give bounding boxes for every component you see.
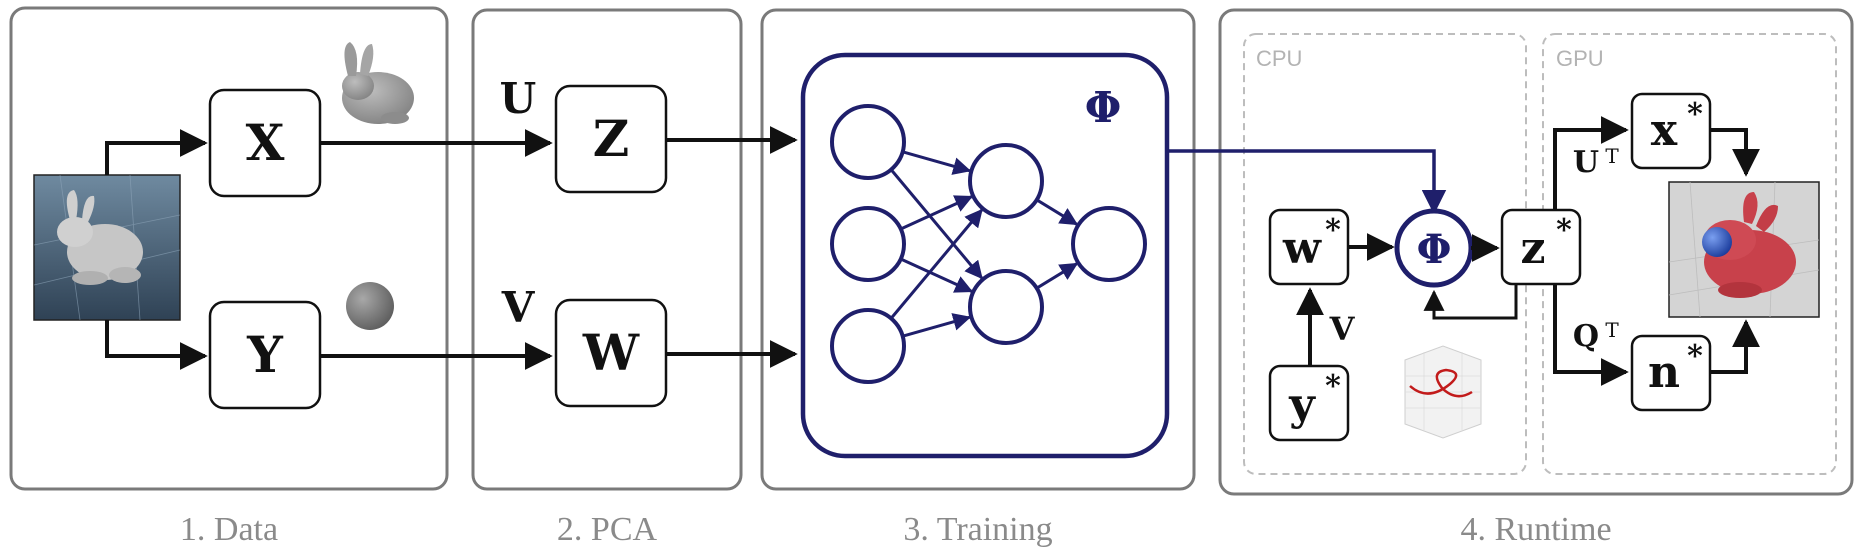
edge-x-to-render <box>1710 128 1760 177</box>
svg-text:T: T <box>1605 318 1619 342</box>
svg-text:U: U <box>1573 145 1599 180</box>
cpu-label: CPU <box>1256 46 1302 71</box>
edge-mesh-to-Y <box>105 320 208 370</box>
svg-text:*: * <box>1325 369 1341 404</box>
svg-text:n: n <box>1648 347 1680 398</box>
edge-z-feedback <box>1423 284 1518 320</box>
bunny-mesh-icon <box>33 174 181 321</box>
svg-text:*: * <box>1325 213 1341 248</box>
sphere-icon <box>346 282 394 330</box>
svg-text:W: W <box>582 323 640 382</box>
edge-mesh-to-X <box>105 129 208 175</box>
network-neuron-l1-0 <box>968 143 1044 219</box>
node-Y: Y <box>208 300 322 410</box>
label-QT: Q T <box>1573 318 1619 354</box>
svg-text:z: z <box>1521 223 1546 274</box>
edge-z-to-x <box>1553 116 1629 210</box>
svg-text:X: X <box>246 113 285 172</box>
network-neuron-l0-0 <box>830 104 906 180</box>
panel-pca-frame <box>471 8 743 491</box>
svg-text:*: * <box>1687 97 1703 132</box>
label-UT: U T <box>1573 144 1619 180</box>
network-edge-l0-0-1 <box>889 168 983 280</box>
gpu-label: GPU <box>1556 46 1604 71</box>
label-V: V <box>501 283 536 332</box>
network-neuron-l0-1 <box>830 206 906 282</box>
node-n-star: n * <box>1630 334 1712 412</box>
node-phi-runtime: Φ <box>1394 208 1474 288</box>
edge-network-to-phi <box>1167 149 1447 215</box>
label-U: U <box>500 74 537 123</box>
svg-text:w: w <box>1282 223 1322 274</box>
edge-z-to-n <box>1553 284 1629 386</box>
caption-training: 3. Training <box>903 511 1052 548</box>
network-edge-l0-0-0 <box>902 150 972 175</box>
network-phi-label: Φ <box>1085 83 1122 132</box>
neural-network <box>830 104 1147 384</box>
network-neuron-l0-2 <box>830 308 906 384</box>
label-V-runtime: V <box>1329 310 1356 348</box>
caption-data: 1. Data <box>180 511 278 548</box>
network-edge-l1-0-0 <box>1035 198 1079 226</box>
bunny-render-icon <box>342 42 414 124</box>
bunny-sim-render-icon <box>1668 181 1820 318</box>
svg-text:*: * <box>1556 213 1572 248</box>
latent-curve-icon <box>1404 345 1482 439</box>
network-edge-l0-1-1 <box>900 257 974 293</box>
svg-text:Q: Q <box>1573 319 1599 354</box>
panel-training-frame <box>760 8 1196 491</box>
svg-text:x: x <box>1651 105 1678 156</box>
node-y-star: y * <box>1268 364 1350 442</box>
node-x-star: x * <box>1630 92 1712 170</box>
network-neuron-l2-0 <box>1071 206 1147 282</box>
panel-data-frame <box>9 6 449 491</box>
svg-text:T: T <box>1605 144 1619 168</box>
node-X: X <box>208 88 322 198</box>
node-W: W <box>554 298 668 408</box>
network-edge-l1-1-0 <box>1035 262 1079 290</box>
panel-runtime-frame <box>1218 8 1854 496</box>
network-edge-l0-1-0 <box>900 195 974 231</box>
caption-pca: 2. PCA <box>557 511 658 548</box>
edge-n-to-render <box>1710 319 1760 374</box>
network-neuron-l1-1 <box>968 269 1044 345</box>
svg-text:Φ: Φ <box>1417 226 1452 273</box>
caption-runtime: 4. Runtime <box>1460 511 1611 548</box>
node-Z: Z <box>554 84 668 194</box>
svg-text:Z: Z <box>593 109 630 168</box>
svg-text:*: * <box>1687 339 1703 374</box>
node-z-star: z * <box>1500 208 1582 286</box>
node-w-star: w * <box>1268 208 1350 286</box>
svg-text:Y: Y <box>246 325 284 384</box>
network-edge-l0-2-0 <box>889 208 983 320</box>
network-edge-l0-2-1 <box>902 313 972 338</box>
svg-text:y: y <box>1288 379 1316 430</box>
